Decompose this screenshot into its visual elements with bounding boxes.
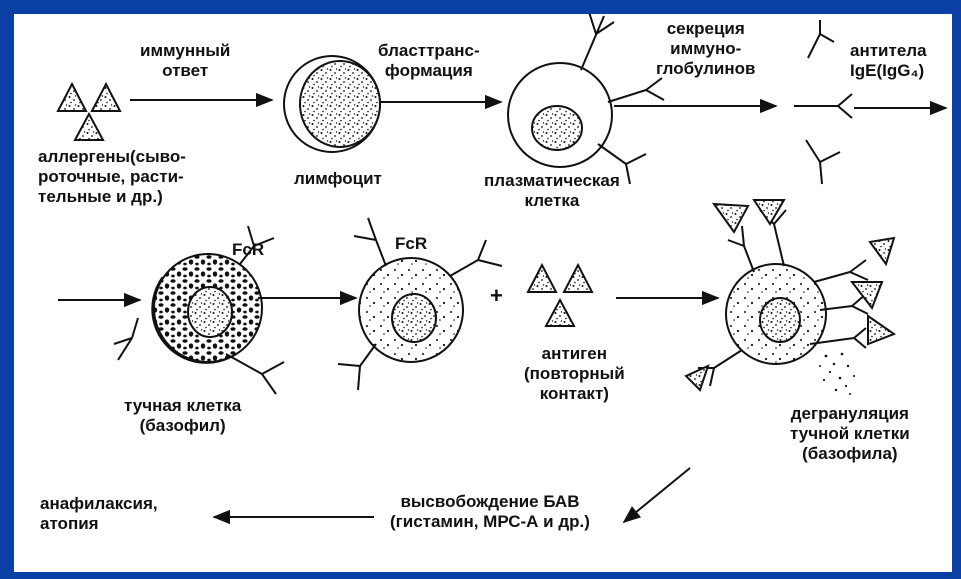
diagram-canvas: иммунный ответ аллергены(сыво- роточные,… — [14, 14, 952, 572]
antibody-icon — [806, 140, 840, 184]
label-antigen: антиген (повторный контакт) — [524, 344, 625, 404]
label-immune-response: иммунный ответ — [140, 41, 230, 81]
label-allergens: аллергены(сыво- роточные, расти- тельные… — [38, 147, 186, 207]
degranulating-mast-cell — [698, 210, 868, 386]
allergen-triangle — [58, 84, 86, 111]
label-degranulation: дегрануляция тучной клетки (базофила) — [790, 404, 910, 464]
label-anaphylaxis: анафилаксия, атопия — [40, 494, 158, 534]
arrow-to-bav-release — [624, 468, 690, 522]
label-immunoglobulin-secretion: секреция иммуно- глобулинов — [656, 19, 755, 79]
label-antibodies: антитела IgE(IgG₄) — [850, 41, 927, 81]
lymphocyte-cell — [284, 56, 380, 152]
label-plasma-cell: плазматическая клетка — [484, 171, 620, 211]
bound-antigen-triangle — [754, 200, 784, 224]
antibody-icon — [794, 94, 852, 118]
released-granules — [819, 353, 855, 395]
label-blast-transformation: бласттранс- формация — [378, 41, 480, 81]
bound-antigen-triangle — [852, 282, 882, 308]
antibody-icon — [808, 20, 834, 58]
label-fcr: FcR — [232, 240, 264, 260]
bound-antigen-triangle — [686, 366, 708, 390]
allergen-triangle — [92, 84, 120, 111]
immune-response-diagram — [14, 14, 952, 572]
antigen-triangle — [528, 265, 556, 292]
label-mast-cell: тучная клетка (базофил) — [124, 396, 241, 436]
antigen-triangle — [546, 300, 574, 326]
antigen-triangle — [564, 265, 592, 292]
bound-antigen-triangle — [868, 316, 894, 344]
label-bav-release: высвобождение БАВ (гистамин, МРС-А и др.… — [390, 492, 590, 532]
plasma-cell — [508, 14, 664, 184]
plus-sign: + — [490, 286, 503, 306]
label-lymphocyte: лимфоцит — [294, 169, 382, 189]
bound-antigen-triangle — [870, 238, 894, 264]
allergen-triangle — [75, 114, 103, 140]
label-fcr: FcR — [395, 234, 427, 254]
